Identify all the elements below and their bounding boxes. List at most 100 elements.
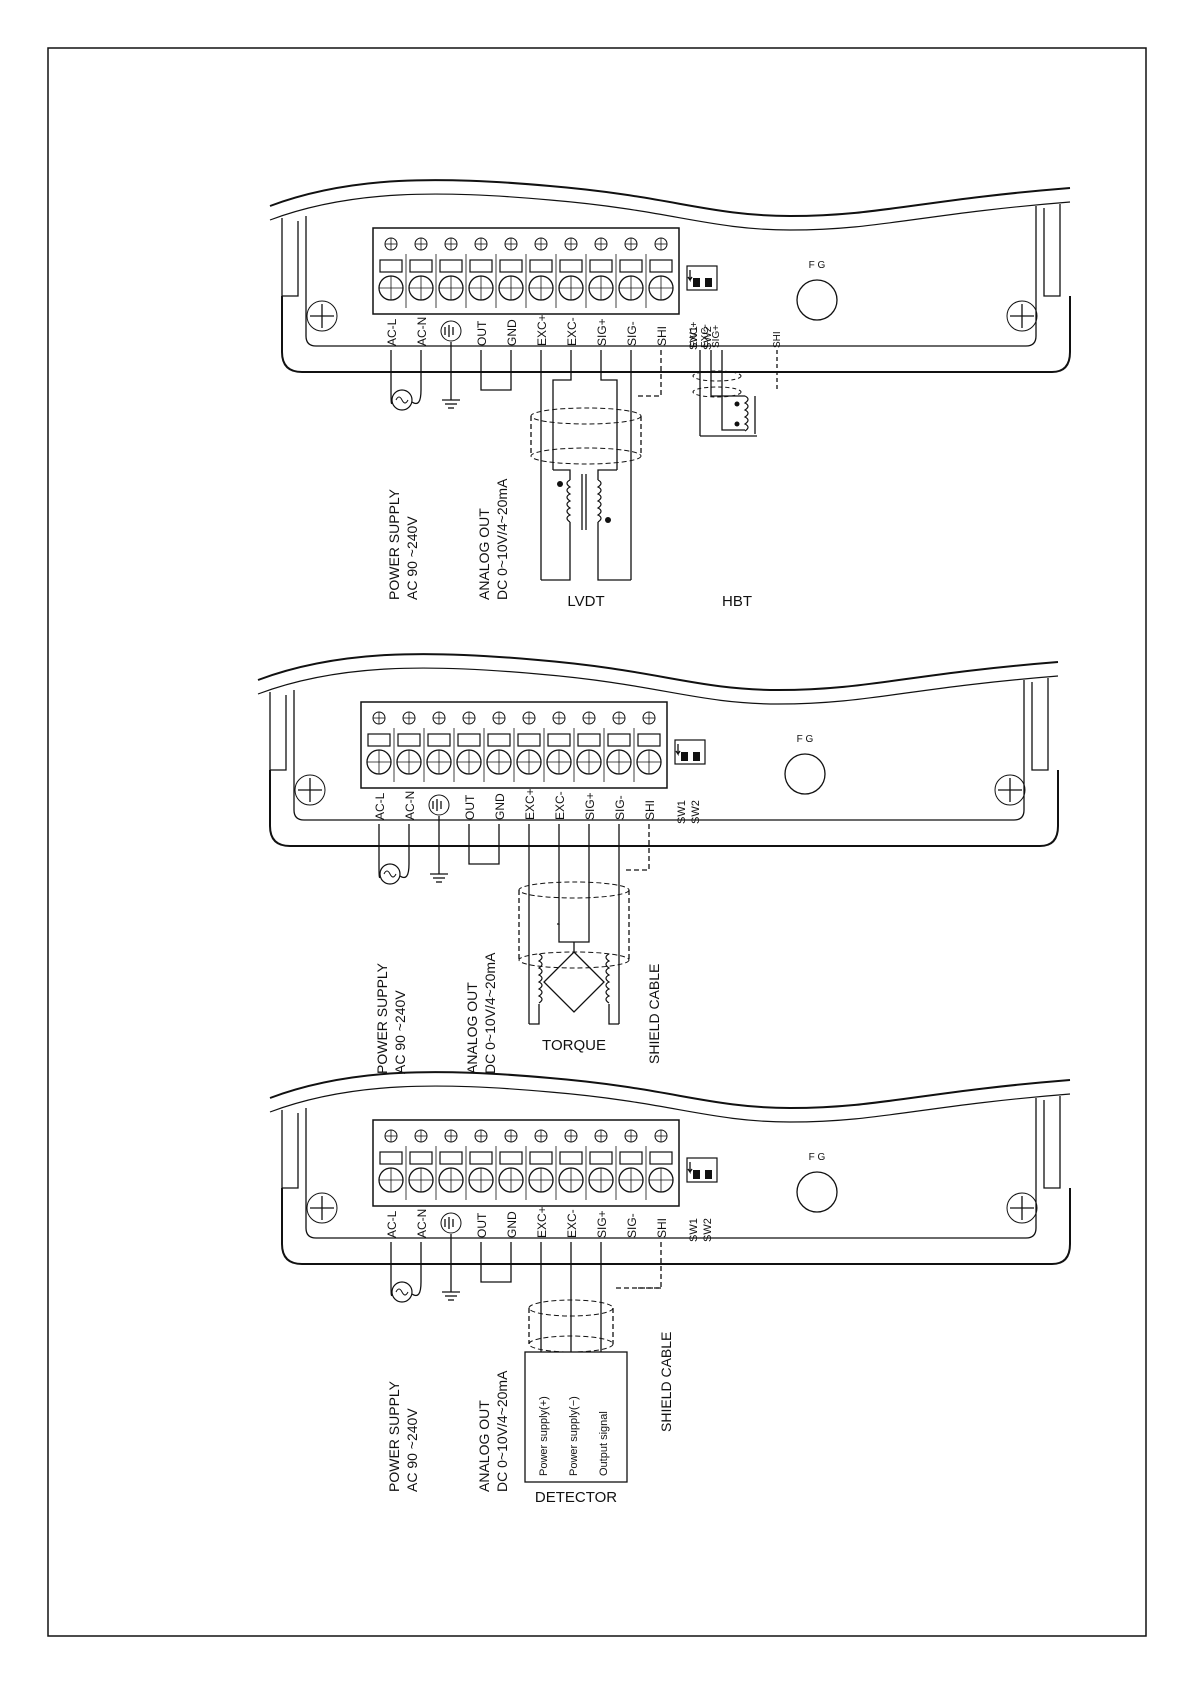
- terminal-window: [589, 259, 613, 273]
- lvdt-primary-lead: [541, 522, 571, 581]
- hbt-coil: [743, 395, 749, 432]
- terminal-label: AC-L: [385, 318, 399, 346]
- terminal-block: [372, 1119, 680, 1207]
- ac-source-icon: [391, 1281, 413, 1303]
- terminal-label: AC-N: [403, 791, 417, 820]
- fg-label: F G: [809, 1152, 826, 1163]
- terminal-label: EXC+: [523, 788, 537, 820]
- dip-arrow-icon: [687, 270, 693, 283]
- terminal-label: GND: [493, 793, 507, 820]
- terminal-window: [547, 733, 571, 747]
- terminal-label: OUT: [475, 320, 489, 346]
- power-supply-label: POWER SUPPLY: [374, 962, 390, 1074]
- shield-cable-end: [518, 881, 630, 899]
- terminal-window: [379, 1151, 403, 1165]
- terminal-label: SHI: [655, 326, 669, 346]
- torque-lead: [529, 1004, 540, 1025]
- terminal-window: [367, 733, 391, 747]
- panel-face: [293, 680, 1025, 821]
- power-wire-loop: [411, 1281, 422, 1297]
- polarity-dot: [734, 421, 740, 427]
- analog-out-label: ANALOG OUT: [464, 982, 480, 1074]
- analog-out-label: ANALOG OUT: [476, 508, 492, 600]
- ac-source-icon: [391, 389, 413, 411]
- terminal-window: [589, 1151, 613, 1165]
- bridge-lead: [574, 924, 590, 943]
- housing-left-tab: [269, 692, 287, 771]
- housing-left-tab: [281, 1110, 299, 1189]
- dip-arrow-icon: [687, 1162, 693, 1175]
- housing-body: [269, 770, 1059, 847]
- power-wire-loop: [390, 389, 393, 405]
- terminal-window: [619, 1151, 643, 1165]
- terminal-block: [372, 227, 680, 315]
- power-wire-loop: [399, 863, 410, 879]
- hbt-shield-end: [692, 370, 742, 382]
- wire-exc-minus: [552, 350, 572, 470]
- terminal-label: GND: [505, 1211, 519, 1238]
- housing-inner-edge: [257, 667, 1059, 705]
- shield-cable-end: [530, 407, 642, 425]
- earth-ground-icon: [440, 1212, 462, 1234]
- terminal-window: [517, 733, 541, 747]
- terminal-window: [409, 1151, 433, 1165]
- dip-switch-lever: [705, 1170, 712, 1179]
- mounting-screw: [994, 774, 1026, 806]
- hbt-terminal-label: SIG+: [711, 325, 722, 348]
- panel-face: [305, 1098, 1037, 1239]
- terminal-window: [397, 733, 421, 747]
- hbt-wire: [710, 390, 745, 397]
- wire-exc-minus: [557, 824, 560, 925]
- housing-right-tab: [1043, 1096, 1061, 1189]
- mounting-screw: [306, 300, 338, 332]
- terminal-window: [649, 1151, 673, 1165]
- strain-gauge-bridge: [543, 951, 605, 1013]
- terminal-window: [559, 259, 583, 273]
- lvdt-primary-lead: [553, 469, 571, 480]
- terminal-window: [619, 259, 643, 273]
- terminal-window: [427, 733, 451, 747]
- hbt-terminal-label: EXC-: [700, 324, 711, 348]
- analog-out-range: DC 0~10V/4~20mA: [494, 1370, 510, 1492]
- terminal-label: OUT: [475, 1212, 489, 1238]
- power-wire-loop: [411, 389, 422, 405]
- hbt-wire: [721, 390, 745, 431]
- analog-out-range: DC 0~10V/4~20mA: [482, 952, 498, 1074]
- terminal-label: EXC+: [535, 1206, 549, 1238]
- switch-label-sw2: SW2: [702, 326, 714, 350]
- torque-coil-left: [537, 953, 543, 1004]
- terminal-label: EXC+: [535, 314, 549, 346]
- mounting-screw: [306, 1192, 338, 1224]
- panel-face: [305, 206, 1037, 347]
- shield-cable-end: [518, 951, 630, 969]
- terminal-label: SIG-: [625, 1213, 639, 1238]
- housing-right-tab: [1043, 204, 1061, 297]
- housing-top-edge: [269, 179, 1071, 218]
- terminal-label: SIG+: [595, 1210, 609, 1238]
- terminal-label: SHI: [643, 800, 657, 820]
- mounting-screw: [1006, 1192, 1038, 1224]
- power-wire-loop: [390, 1281, 393, 1297]
- lvdt-secondary-lead: [597, 522, 631, 581]
- terminal-label: EXC-: [565, 1209, 579, 1238]
- housing-left-tab: [281, 218, 299, 297]
- terminal-window: [607, 733, 631, 747]
- housing-top-edge: [257, 653, 1059, 692]
- terminal-window: [499, 1151, 523, 1165]
- terminal-label: SIG+: [583, 792, 597, 820]
- polarity-dot: [734, 401, 740, 407]
- terminal-window: [439, 1151, 463, 1165]
- analog-out-loop: [480, 1242, 512, 1283]
- detector-box: [524, 1351, 628, 1483]
- power-supply-voltage: AC 90 ~240V: [404, 1408, 420, 1492]
- mounting-screw: [294, 774, 326, 806]
- dip-arrow-icon: [675, 744, 681, 757]
- frame-ground-hole: [784, 753, 826, 795]
- hbt-shield-end: [692, 386, 742, 398]
- ac-source-icon: [379, 863, 401, 885]
- shield-cable-label: SHIELD CABLE: [646, 964, 662, 1064]
- lvdt-secondary-coil: [596, 479, 602, 523]
- terminal-window: [637, 733, 661, 747]
